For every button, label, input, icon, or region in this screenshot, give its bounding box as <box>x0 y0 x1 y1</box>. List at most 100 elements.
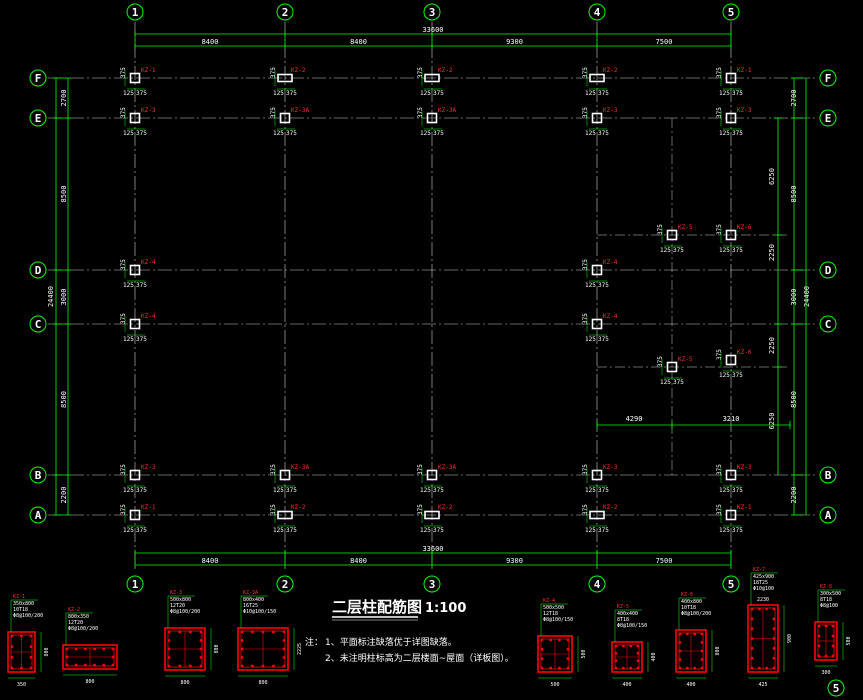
section-tag: KZ-1 <box>13 594 25 600</box>
column-A4 <box>589 510 605 520</box>
column-F4 <box>589 73 605 83</box>
section-height: 900 <box>787 634 793 643</box>
axis-bubble <box>819 315 837 333</box>
section-rebar <box>74 647 78 651</box>
axis-bubble <box>819 109 837 127</box>
axis-bubble <box>423 575 441 593</box>
section-rebar <box>272 664 275 668</box>
section-rebar <box>621 644 625 648</box>
section-rebar <box>629 644 633 648</box>
section-rebar <box>566 638 570 642</box>
column-A1 <box>129 509 141 521</box>
section-spec: Φ8@100/150 <box>543 617 573 623</box>
section-rebar <box>84 647 87 651</box>
section-outline <box>164 627 206 671</box>
section-rebar <box>636 651 640 655</box>
axis-label-4: 4 <box>594 6 601 19</box>
column-dim: 375 <box>120 313 127 324</box>
column-dim: 125 <box>123 130 134 137</box>
column-tag: KZ-5 <box>678 224 693 231</box>
section-outline <box>814 621 838 661</box>
section-tag: KZ-4 <box>543 598 555 604</box>
section-width: 800 <box>85 679 94 685</box>
section-rebar <box>540 657 544 661</box>
axis-bubble <box>819 261 837 279</box>
section-rebar <box>750 617 754 621</box>
column-dim: 125 <box>273 487 284 494</box>
section-rebar <box>693 666 697 670</box>
column-dim: 375 <box>417 107 424 118</box>
column-D4 <box>591 264 603 276</box>
column-A5 <box>725 509 737 521</box>
section-width: 400 <box>622 682 631 688</box>
column-dim: 375 <box>732 527 743 534</box>
column-tag: KZ-4 <box>603 313 618 320</box>
axis-bubble <box>722 575 740 593</box>
section-width: 300 <box>821 670 830 676</box>
section-height: 400 <box>651 652 657 661</box>
column-tag: KZ-3A <box>291 464 309 471</box>
column-tag: KZ-6 <box>737 349 752 356</box>
section-outline <box>675 629 707 673</box>
section-tag: KZ-8 <box>820 584 832 590</box>
section-width: 400 <box>686 682 695 688</box>
section-spec: Φ8@100/200 <box>681 611 711 617</box>
dim-bottom-span: 7500 <box>656 557 673 565</box>
section-rebar <box>10 655 14 659</box>
column-tag: KZ-3 <box>603 464 618 471</box>
section-height: 800 <box>214 644 220 653</box>
column-dim: 375 <box>673 247 684 254</box>
column-dim: 375 <box>270 67 277 78</box>
column-dim: 375 <box>716 67 723 78</box>
section-rebar <box>65 663 69 667</box>
section-rebar <box>678 666 682 670</box>
column-tag: KZ-1 <box>737 504 752 511</box>
column-E4 <box>591 112 603 124</box>
dim-top-span: 9300 <box>506 38 523 46</box>
section-spec: 400x400 <box>617 611 638 617</box>
column-dim: 375 <box>433 90 444 97</box>
column-dim: 375 <box>716 504 723 515</box>
section-width: 425 <box>758 682 767 688</box>
column-dim: 125 <box>420 527 431 534</box>
section-rebar <box>282 664 286 668</box>
axis-bubble <box>29 109 47 127</box>
section-extra: 2230 <box>757 597 769 603</box>
section-tag: KZ-7 <box>753 567 765 573</box>
column-dim: 125 <box>273 130 284 137</box>
column-dim: 125 <box>420 130 431 137</box>
section-rebar <box>29 645 33 649</box>
section-width: 800 <box>258 680 267 686</box>
note-line-1: 1、平面标注缺落优于详图缺落。 <box>325 636 457 648</box>
column-tag: KZ-5 <box>678 356 693 363</box>
section-rebar <box>188 664 192 668</box>
section-outline <box>611 641 643 673</box>
column-dim: 125 <box>719 90 730 97</box>
column-dim: 125 <box>123 90 134 97</box>
axis-label-1: 1 <box>132 6 139 19</box>
section-spec: 16T25 <box>243 603 258 609</box>
column-tag: KZ-3 <box>603 107 618 114</box>
column-dim: 125 <box>585 527 596 534</box>
dim-left-span: 2700 <box>60 90 68 107</box>
section-rebar <box>102 647 106 651</box>
section-width: 350 <box>17 682 26 688</box>
grid-lines <box>48 22 815 572</box>
section-spec: 500x800 <box>170 597 191 603</box>
axis-label-E: E <box>825 112 832 125</box>
section-rebar <box>167 639 171 642</box>
column-sections: KZ-1350x80010T18Φ8@100/200350800KZ-2800x… <box>7 567 852 688</box>
section-spec: 12T20 <box>68 620 83 626</box>
section-rebar <box>629 666 633 670</box>
section-rebar <box>10 666 14 670</box>
section-rebar <box>700 632 704 636</box>
section-height: 800 <box>44 647 50 656</box>
axis-label-C: C <box>825 318 832 331</box>
column-dim: 375 <box>732 130 743 137</box>
section-rebar <box>772 656 776 660</box>
drawing-scale: 1:100 <box>425 601 466 616</box>
axis-bubble <box>588 3 606 21</box>
section-rebar <box>557 666 561 670</box>
section-rebar <box>540 647 544 651</box>
